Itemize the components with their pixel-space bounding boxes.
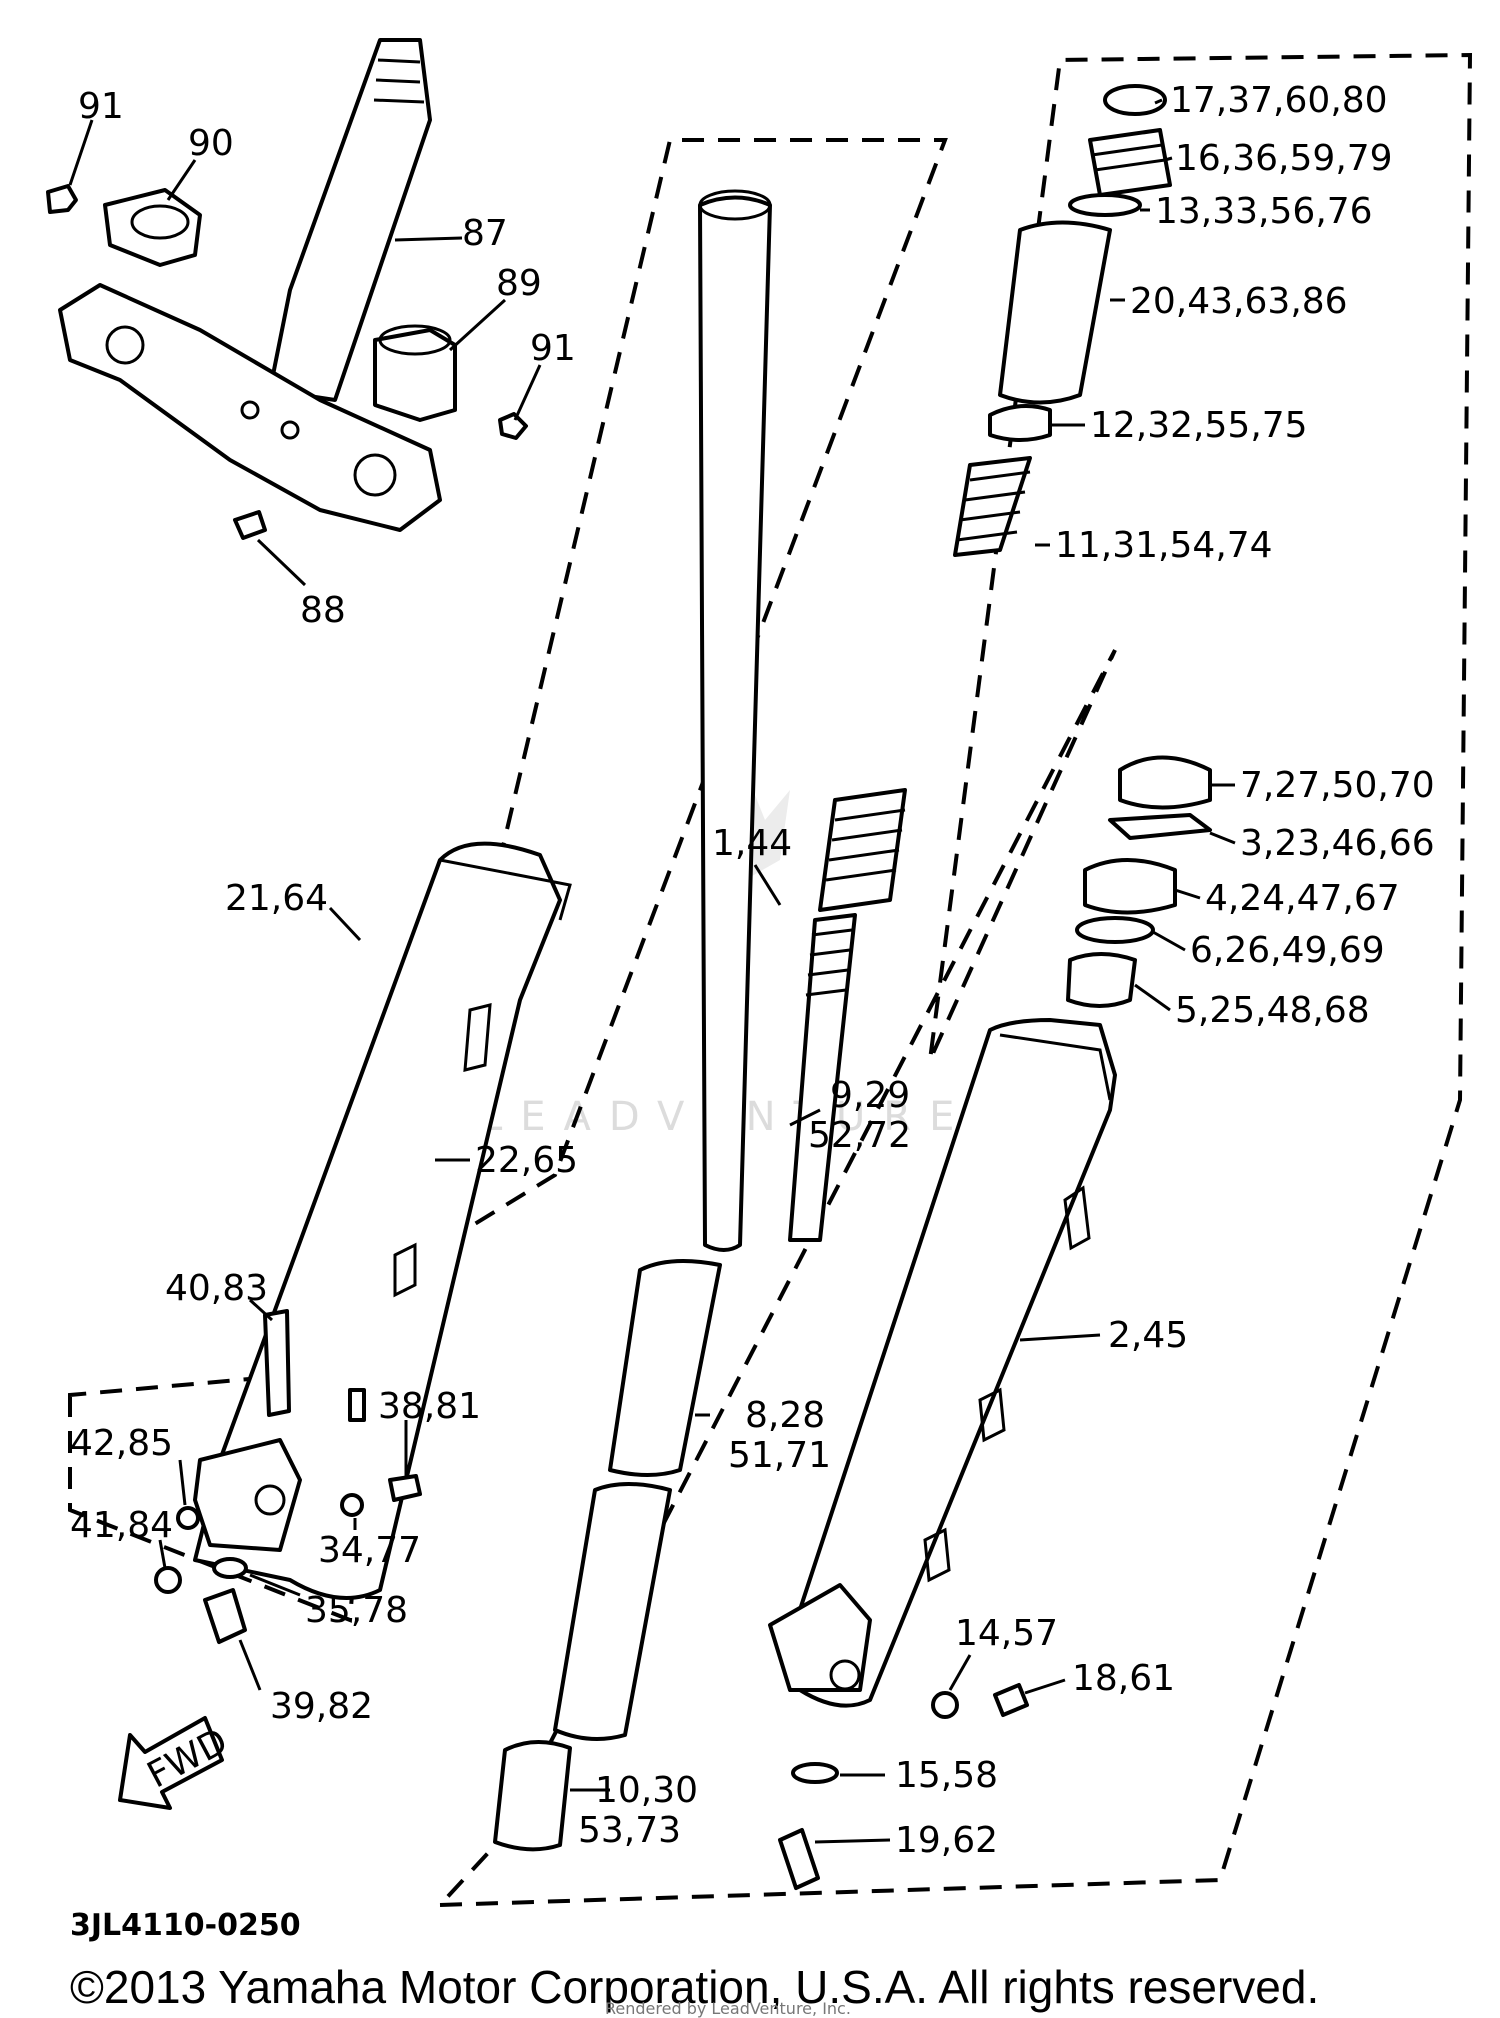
label-20-43-63-86: 20,43,63,86 (1130, 281, 1348, 322)
label-35-78: 35,78 (305, 1590, 408, 1631)
label-9-29: 9,29 (830, 1075, 910, 1116)
label-87: 87 (462, 213, 508, 254)
label-21-64: 21,64 (225, 878, 328, 919)
center-inner-tube (493, 189, 907, 1852)
bolt-18-61 (993, 1683, 1029, 1717)
bolt-88 (233, 510, 267, 540)
nut-14-57 (931, 1691, 959, 1719)
right-outer-tube (768, 1018, 1117, 1708)
label-91-right: 91 (530, 328, 576, 369)
label-89: 89 (496, 263, 542, 304)
oil-seal-4 (1083, 858, 1177, 915)
steering-stem (268, 38, 432, 402)
fwd-arrow: FWD (118, 1716, 234, 1810)
label-51-71: 51,71 (728, 1435, 831, 1476)
label-10-30: 10,30 (595, 1770, 698, 1811)
label-22-65: 22,65 (475, 1140, 578, 1181)
handlebar-holder-89 (373, 328, 457, 422)
label-40-83: 40,83 (165, 1268, 268, 1309)
bolt-39-82 (203, 1588, 247, 1644)
slide-metal-lower (553, 1482, 672, 1741)
oil-lock-piece-10-30 (493, 1739, 572, 1852)
label-53-73: 53,73 (578, 1810, 681, 1851)
label-5-25-48-68: 5,25,48,68 (1175, 990, 1370, 1031)
bolt-91-left (46, 184, 78, 214)
bolt-40-83 (263, 1309, 291, 1417)
left-small-parts (154, 1474, 422, 1644)
slide-metal-5 (1066, 952, 1137, 1008)
label-3-23-46-66: 3,23,46,66 (1240, 823, 1435, 864)
gasket-15-58 (791, 1762, 839, 1784)
label-52-72: 52,72 (808, 1115, 911, 1156)
label-17-37-60-80: 17,37,60,80 (1170, 80, 1388, 121)
bolt-91-right (498, 412, 528, 440)
steering-stem-assembly (46, 38, 528, 540)
under-bracket (58, 283, 442, 532)
bolt-19-62 (778, 1828, 820, 1890)
label-39-82: 39,82 (270, 1686, 373, 1727)
label-90: 90 (188, 123, 234, 164)
label-19-62: 19,62 (895, 1820, 998, 1861)
right-small-parts (778, 1683, 1029, 1890)
slide-metal-8-28 (608, 1259, 722, 1477)
rendered-by: Rendered by LeadVenture, Inc. (605, 1999, 851, 2018)
label-88: 88 (300, 590, 346, 631)
label-12-32-55-75: 12,32,55,75 (1090, 405, 1308, 446)
leader-lines (68, 98, 1236, 1844)
outline-right-assembly (435, 52, 1473, 1908)
label-42-85: 42,85 (70, 1423, 173, 1464)
label-15-58: 15,58 (895, 1755, 998, 1796)
damper-rod (788, 913, 857, 1242)
label-34-77: 34,77 (318, 1530, 421, 1571)
copyright-notice: ©2013 Yamaha Motor Corporation, U.S.A. A… (70, 1961, 1319, 2013)
label-1-44: 1,44 (712, 823, 792, 864)
drawing-code: 3JL4110-0250 (70, 1908, 301, 1943)
left-outer-tube (193, 841, 572, 1600)
nut-42-85 (176, 1506, 200, 1530)
label-16-36-59-79: 16,36,59,79 (1175, 138, 1393, 179)
washer-35-78 (212, 1557, 248, 1579)
label-7-27-50-70: 7,27,50,70 (1240, 765, 1435, 806)
label-13-33-56-76: 13,33,56,76 (1155, 191, 1373, 232)
label-2-45: 2,45 (1108, 1315, 1188, 1356)
right-seals (1066, 755, 1212, 1008)
cap-17 (1103, 84, 1167, 116)
label-38-81: 38,81 (378, 1386, 481, 1427)
part-labels: 91 90 87 89 91 88 17,37,60,80 16,36,59,7… (70, 80, 1435, 1861)
label-41-84: 41,84 (70, 1505, 173, 1546)
o-ring-13 (1068, 193, 1142, 217)
retainer-clip-3 (1108, 813, 1212, 840)
nut-41-84 (154, 1566, 182, 1594)
label-14-57: 14,57 (955, 1613, 1058, 1654)
spacer-20 (998, 220, 1112, 405)
label-11-31-54-74: 11,31,54,74 (1055, 525, 1273, 566)
label-91-left: 91 (78, 86, 124, 127)
label-4-24-47-67: 4,24,47,67 (1205, 878, 1400, 919)
top-right-stack (953, 84, 1172, 557)
spring-seat-12 (988, 404, 1052, 442)
label-8-28: 8,28 (745, 1395, 825, 1436)
label-6-26-49-69: 6,26,49,69 (1190, 930, 1385, 971)
bolt-38-81 (388, 1474, 422, 1502)
washer-6 (1075, 916, 1155, 944)
dust-seal-7 (1118, 755, 1212, 810)
washer-34-77 (340, 1493, 364, 1517)
label-18-61: 18,61 (1072, 1658, 1175, 1699)
fork-spring-11 (953, 456, 1032, 557)
